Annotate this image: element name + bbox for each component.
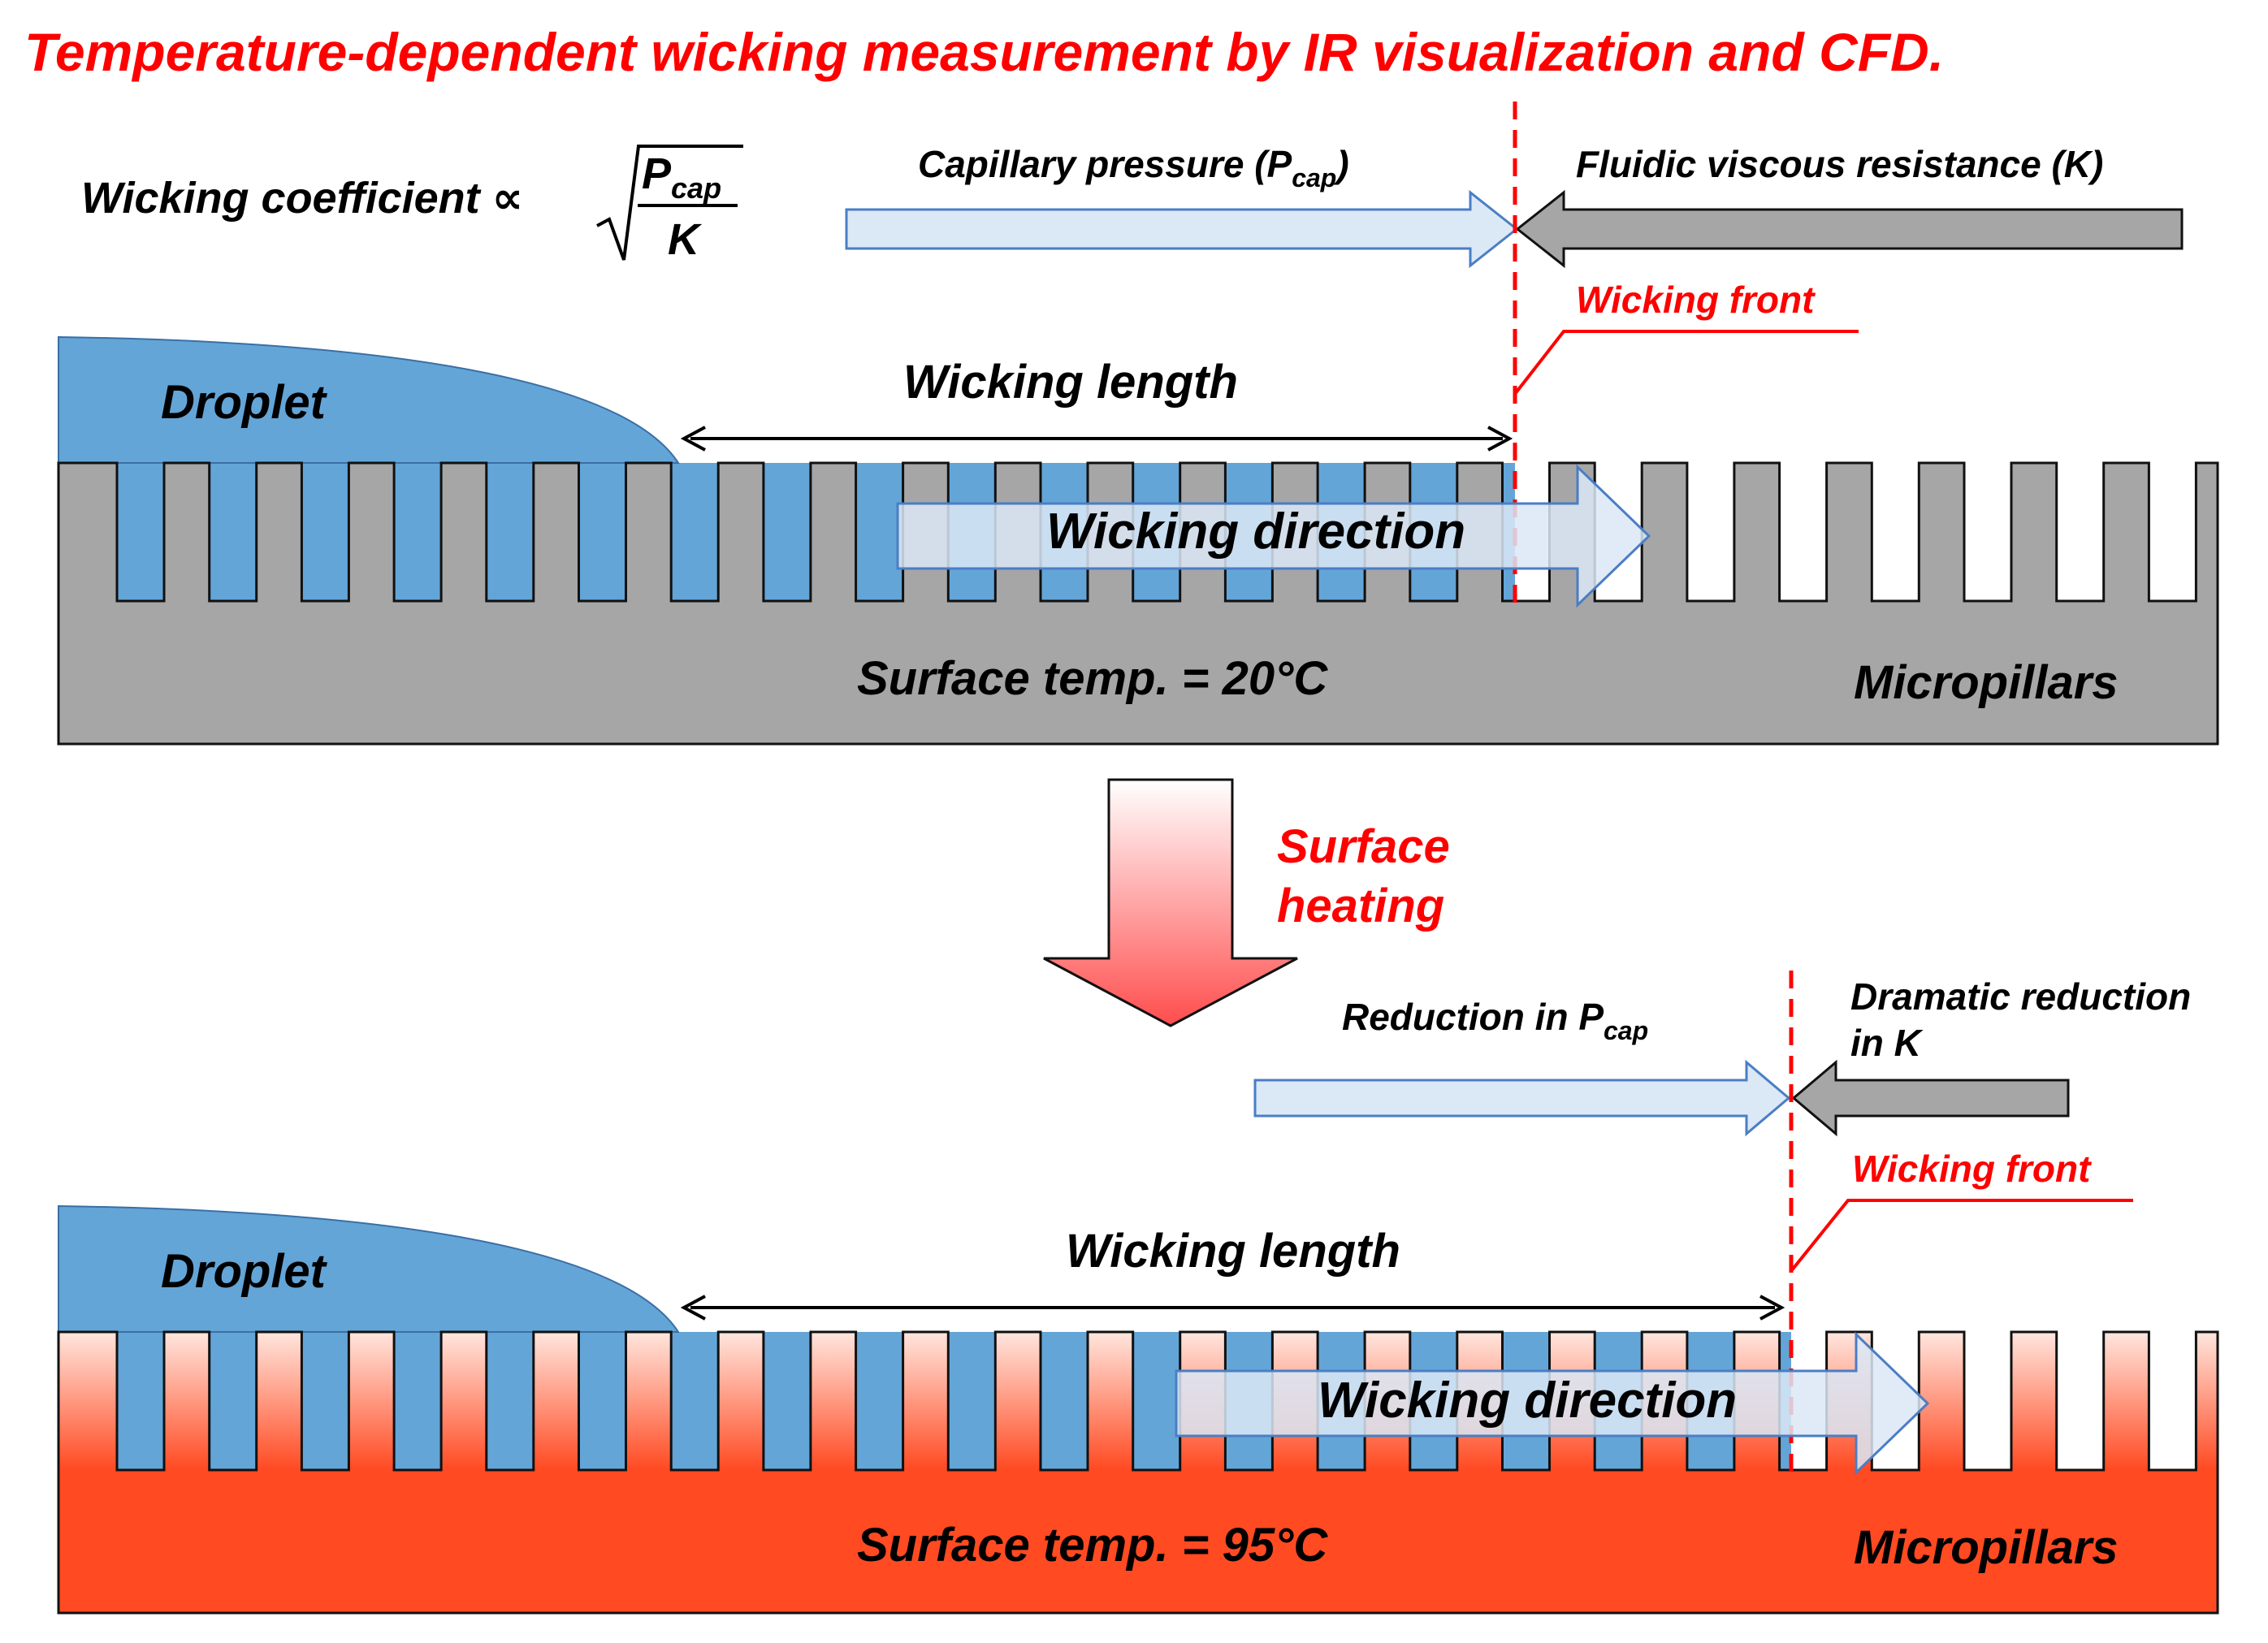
top-micropillars-label: Micropillars	[1854, 656, 2119, 709]
bottom-pillar-gap	[486, 1332, 534, 1470]
bottom-pillar-gap	[1964, 1332, 2011, 1470]
bottom-micropillars-label: Micropillars	[1854, 1521, 2119, 1574]
top-pillar-gap	[209, 463, 257, 601]
top-substrate	[58, 601, 2218, 744]
bottom-pillar-gap	[1041, 1332, 1088, 1470]
reduction-pcap-label-main: Reduction in P	[1342, 996, 1604, 1038]
surface-heating-arrow	[1043, 778, 1298, 1027]
top-pillar-gap	[486, 463, 534, 601]
top-pillar-gap	[578, 463, 626, 601]
bottom-wicking-length-arrow	[680, 1295, 1785, 1321]
bottom-pillar-gap	[2056, 1332, 2104, 1470]
viscous-resistance-arrow	[1515, 189, 2184, 269]
top-surface-temp-label: Surface temp. = 20°C	[857, 652, 1328, 705]
top-pillar-gap	[394, 463, 442, 601]
sqrt-symbol-icon	[596, 145, 743, 261]
bottom-pillar-gap	[948, 1332, 996, 1470]
bottom-pillar-gap	[578, 1332, 626, 1470]
top-wicking-length-label: Wicking length	[903, 356, 1238, 409]
formula-numerator-sub: cap	[671, 171, 721, 205]
reduction-k-label-line2: in K	[1850, 1022, 1924, 1064]
reduction-k-arrow	[1791, 1059, 2070, 1137]
top-pillar-gap	[2056, 463, 2104, 601]
diagram-title: Temperature-dependent wicking measuremen…	[24, 22, 1944, 82]
wicking-coefficient-formula: Wicking coefficient ∝ Pcap K	[81, 145, 743, 264]
capillary-pressure-label-main: Capillary pressure (P	[918, 143, 1292, 185]
bottom-substrate	[58, 1470, 2218, 1613]
top-pillar-gap	[671, 463, 719, 601]
capillary-pressure-label-sub: cap	[1292, 163, 1336, 192]
top-pillar-gap	[2149, 463, 2197, 601]
bottom-wicking-direction-arrow	[1175, 1331, 1930, 1476]
capillary-pressure-arrow	[845, 189, 1519, 269]
bottom-pillar-gap	[855, 1332, 903, 1470]
top-wicking-front-leader	[1513, 330, 1859, 396]
top-droplet-label: Droplet	[161, 376, 328, 429]
bottom-pillar-gap	[1132, 1332, 1180, 1470]
surface-heating-label-line1: Surface	[1277, 820, 1450, 873]
capillary-pressure-label: Capillary pressure (Pcap)	[918, 143, 1349, 192]
top-wicking-direction-arrow	[896, 464, 1651, 608]
bottom-droplet-label: Droplet	[161, 1245, 328, 1298]
formula-numerator-main: P	[642, 149, 672, 198]
top-structure-outline	[57, 461, 2219, 746]
bottom-wicking-length-label: Wicking length	[1066, 1225, 1400, 1278]
top-wicking-front-label: Wicking front	[1576, 279, 1816, 321]
bottom-pillar-gap	[394, 1332, 442, 1470]
bottom-pillar-gap	[671, 1332, 719, 1470]
top-pillar-gap	[1872, 463, 1920, 601]
top-wicking-direction-label: Wicking direction	[1046, 504, 1465, 560]
viscous-resistance-label: Fluidic viscous resistance (K)	[1576, 143, 2103, 185]
top-pillar-gap	[1779, 463, 1827, 601]
bottom-droplet	[58, 1204, 680, 1333]
bottom-surface-temp-label: Surface temp. = 95°C	[857, 1519, 1328, 1572]
top-droplet	[58, 335, 680, 464]
bottom-pillar-gap	[301, 1332, 349, 1470]
top-pillar-gap	[117, 463, 164, 601]
formula-denominator: K	[668, 215, 703, 264]
top-pillar-gap	[1686, 463, 1734, 601]
top-pillar-gap	[763, 463, 811, 601]
top-pillar-gap	[1964, 463, 2011, 601]
reduction-k-label-line1: Dramatic reduction	[1850, 975, 2191, 1018]
bottom-wicking-front-label: Wicking front	[1852, 1148, 2092, 1190]
bottom-pillar-gap	[209, 1332, 257, 1470]
bottom-wicking-direction-label: Wicking direction	[1318, 1373, 1737, 1429]
top-panel-structure	[57, 335, 2219, 746]
reduction-pcap-label-sub: cap	[1604, 1016, 1648, 1045]
bottom-wicking-front-leader	[1790, 1199, 2133, 1273]
top-pillar-gap	[855, 463, 903, 601]
top-pillar-gap	[301, 463, 349, 601]
formula-numerator: Pcap	[642, 149, 721, 205]
bottom-pillar-gap	[763, 1332, 811, 1470]
reduction-pcap-arrow	[1253, 1059, 1791, 1137]
surface-heating-label-line2: heating	[1277, 880, 1444, 932]
formula-prefix: Wicking coefficient ∝	[81, 174, 523, 223]
capillary-pressure-label-end: )	[1332, 143, 1348, 185]
bottom-structure-outline	[57, 1330, 2219, 1615]
bottom-pillar-gap	[117, 1332, 164, 1470]
bottom-pillar-gap	[2149, 1332, 2197, 1470]
top-wicking-length-arrow	[680, 426, 1513, 452]
reduction-pcap-label: Reduction in Pcap	[1342, 996, 1648, 1045]
